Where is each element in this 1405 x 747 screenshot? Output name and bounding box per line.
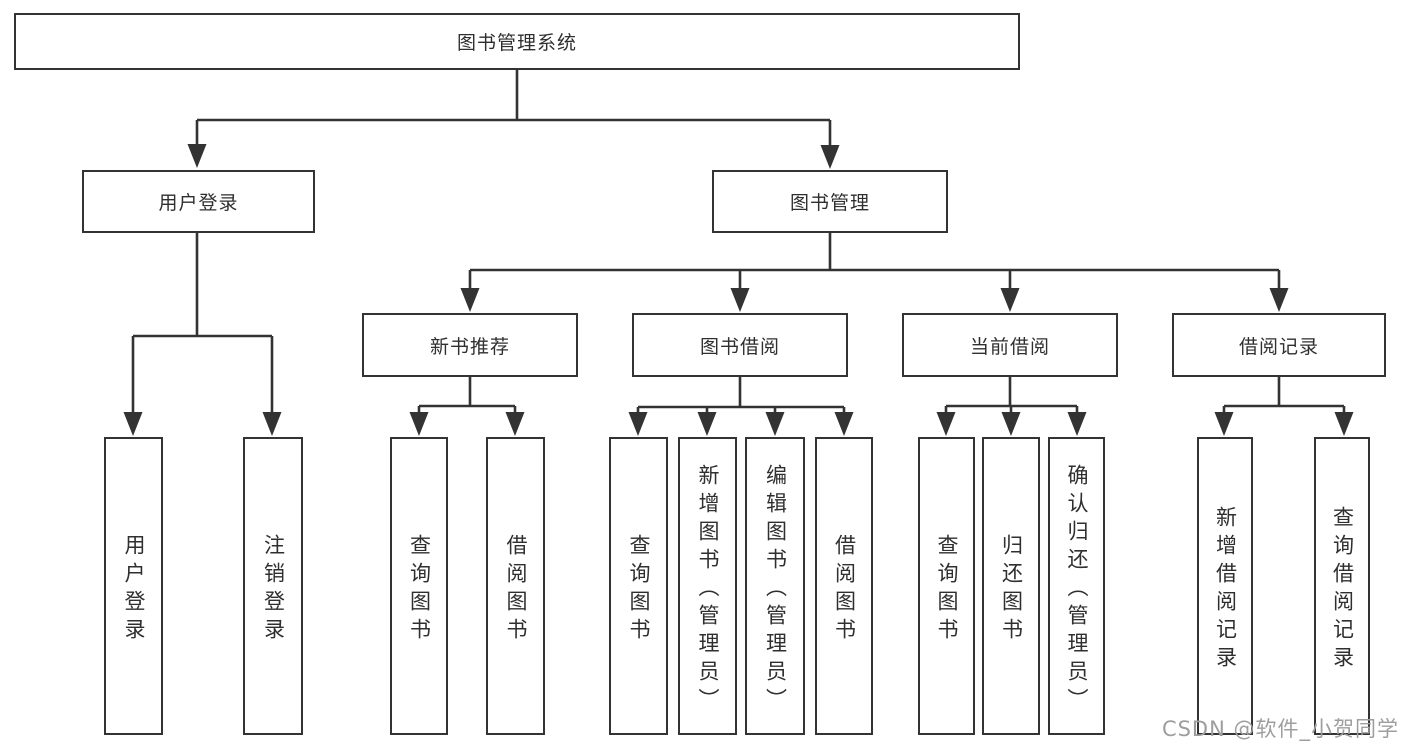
- csdn-watermark: CSDN @软件_小贺同学: [1161, 717, 1399, 741]
- connector-root-to-level2: [187, 70, 840, 169]
- connector-user-login-to-leaves: [123, 233, 282, 436]
- connector-current-borrow-to-leaves: [936, 377, 1087, 436]
- leaf-user-login: 用户登录: [104, 437, 163, 735]
- connector-book-borrow-to-leaves: [628, 377, 854, 436]
- node-book-management: 图书管理: [712, 170, 948, 233]
- leaf-query-books-recommend: 查询图书: [390, 437, 448, 735]
- node-user-login: 用户登录: [82, 170, 315, 233]
- leaf-edit-books-admin: 编辑图书（管理员）: [745, 437, 805, 735]
- connector-book-management-to-level3: [460, 233, 1289, 312]
- node-book-borrow: 图书借阅: [632, 313, 848, 377]
- node-borrow-record: 借阅记录: [1172, 313, 1386, 377]
- leaf-return-books: 归还图书: [982, 437, 1040, 735]
- connector-borrow-record-to-leaves: [1214, 377, 1354, 436]
- leaf-logout: 注销登录: [243, 437, 303, 735]
- node-library-management-system: 图书管理系统: [14, 13, 1020, 70]
- leaf-query-books-borrow: 查询图书: [609, 437, 668, 735]
- node-current-borrow: 当前借阅: [902, 313, 1118, 377]
- leaf-query-borrow-record: 查询借阅记录: [1314, 437, 1370, 735]
- leaf-borrow-books: 借阅图书: [815, 437, 873, 735]
- leaf-query-books-current: 查询图书: [918, 437, 975, 735]
- connector-new-book-to-leaves: [409, 377, 525, 436]
- leaf-add-borrow-record: 新增借阅记录: [1197, 437, 1253, 735]
- node-new-book-recommend: 新书推荐: [362, 313, 578, 377]
- leaf-add-books-admin: 新增图书（管理员）: [678, 437, 737, 735]
- leaf-confirm-return-admin: 确认归还（管理员）: [1048, 437, 1105, 735]
- leaf-borrow-books-recommend: 借阅图书: [486, 437, 545, 735]
